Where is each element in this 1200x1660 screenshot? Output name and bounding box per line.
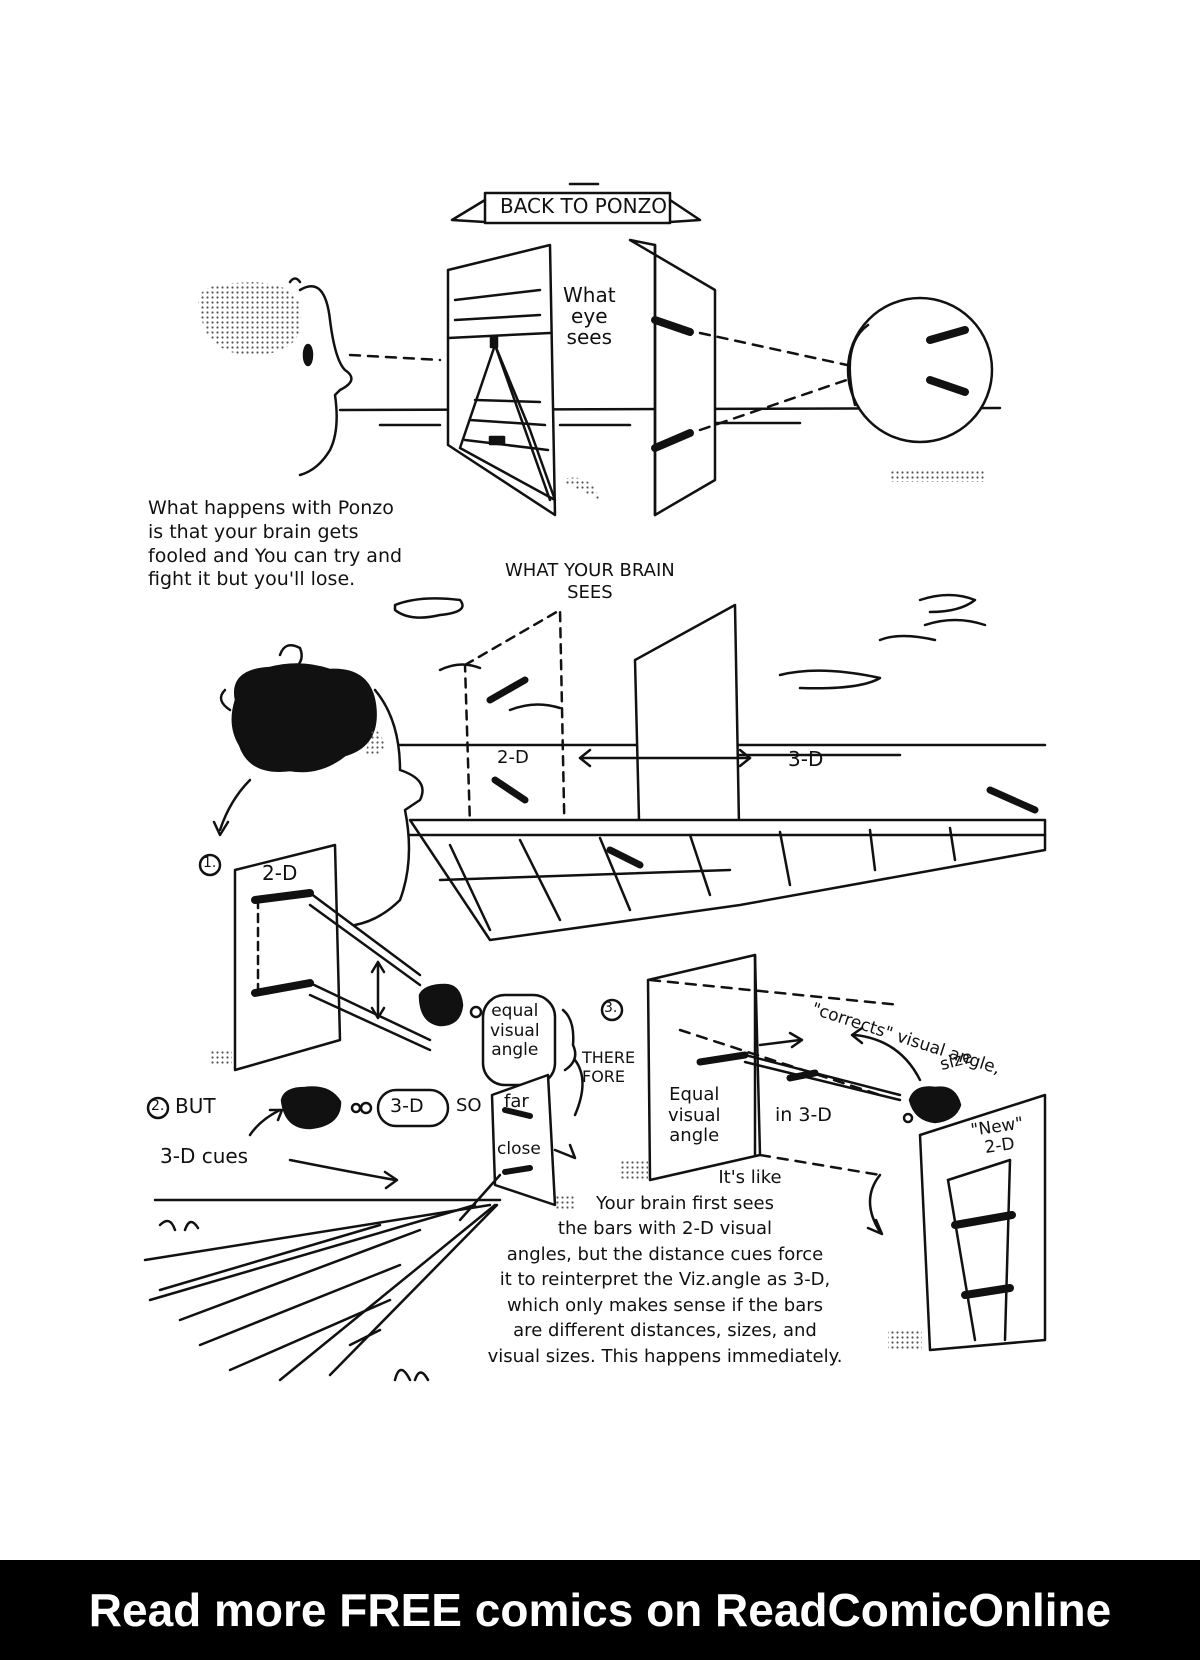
bubble-3d: 3-D: [390, 1095, 424, 1117]
step1-number: 1.: [203, 855, 217, 871]
far-label: far: [504, 1091, 529, 1112]
narration-line: fight it but you'll lose.: [148, 568, 356, 591]
what-brain-sees-label: WHAT YOUR BRAIN SEES: [505, 560, 675, 603]
label-3d: 3-D: [788, 747, 824, 771]
what-brain-sees-line: SEES: [567, 581, 613, 603]
what-eye-sees-label: What eye sees: [563, 285, 616, 348]
viewer-head: [288, 277, 353, 477]
eyeball: [846, 296, 994, 444]
narration-bottom-line: it to reinterpret the Viz.angle as 3-D,: [499, 1269, 831, 1291]
but-label: BUT: [175, 1094, 216, 1118]
person-new-2d: [866, 1086, 1047, 1352]
footer-text[interactable]: Read more FREE comics on ReadComicOnline: [88, 1584, 1112, 1636]
what-eye-sees-line: eye: [571, 304, 608, 328]
step2-number: 2.: [151, 1098, 165, 1114]
panel-angle-line: Equal: [669, 1084, 720, 1105]
narration-line: is that your brain gets: [148, 520, 359, 543]
equal-visual-angle-bubble: equal visual angle: [490, 1001, 540, 1061]
railroad-bottom-left: [143, 1198, 502, 1382]
new-2d-label: "New" 2-D: [970, 1114, 1027, 1159]
narration-bottom-line: which only makes sense if the bars: [506, 1294, 824, 1316]
panel-angle-line: angle: [669, 1125, 720, 1147]
retina-panel: [628, 238, 717, 517]
step1-panel: [198, 843, 432, 1072]
railroad-ground: [408, 786, 1047, 942]
therefore-label: THERE FORE: [582, 1048, 635, 1086]
so-label: SO: [456, 1095, 482, 1116]
comic-page-illustration: [143, 182, 1047, 1382]
bubble-line: equal: [491, 1001, 539, 1021]
far-close-sign: [458, 1073, 577, 1222]
narration-line: What happens with Ponzo: [148, 497, 394, 519]
step3-panel: [600, 953, 922, 1182]
narration-bottom-line: are different distances, sizes, and: [513, 1320, 817, 1342]
narration-top: What happens with Ponzo is that your bra…: [148, 497, 402, 592]
narration-bottom-line: angles, but the distance cues force: [506, 1243, 824, 1265]
bubble-line: angle: [491, 1040, 539, 1061]
narration-bottom: It's like Your brain first sees the bars…: [455, 1165, 875, 1369]
banner-title: BACK TO PONZO: [500, 194, 668, 218]
what-eye-sees-line: What: [563, 283, 616, 307]
label-2d: 2-D: [497, 747, 529, 768]
dashed-2d-panel: [463, 608, 567, 857]
shadow-blob: [198, 282, 302, 356]
panel-angle-line: visual: [668, 1104, 721, 1126]
narration-bottom-line: visual sizes. This happens immediately.: [487, 1345, 843, 1367]
footer-banner[interactable]: Read more FREE comics on ReadComicOnline: [0, 1560, 1200, 1660]
close-label: close: [497, 1139, 541, 1159]
banner-sign: [450, 182, 702, 225]
in-3d-label: in 3-D: [775, 1104, 832, 1126]
narration-line: fooled and You can try and: [148, 544, 403, 567]
narration-bottom-line: Your brain first sees: [596, 1192, 774, 1214]
cues-3d-label: 3-D cues: [160, 1144, 249, 1168]
what-brain-sees-line: WHAT YOUR BRAIN: [505, 560, 675, 581]
therefore-bracket: [561, 1008, 577, 1072]
photo-panel: [446, 243, 557, 517]
therefore-line: FORE: [582, 1067, 626, 1087]
bubble-line: visual: [490, 1020, 540, 1041]
step1-label: 2-D: [262, 861, 298, 885]
narration-bottom-line: the bars with 2-D visual: [557, 1218, 773, 1240]
step3-number: 3.: [604, 1000, 618, 1016]
equal-visual-angle-panel: Equal visual angle: [668, 1084, 721, 1147]
narration-bottom-line: It's like: [718, 1167, 782, 1188]
therefore-line: THERE: [582, 1048, 636, 1067]
what-eye-sees-line: sees: [566, 325, 612, 349]
step2-group: [146, 1086, 450, 1190]
